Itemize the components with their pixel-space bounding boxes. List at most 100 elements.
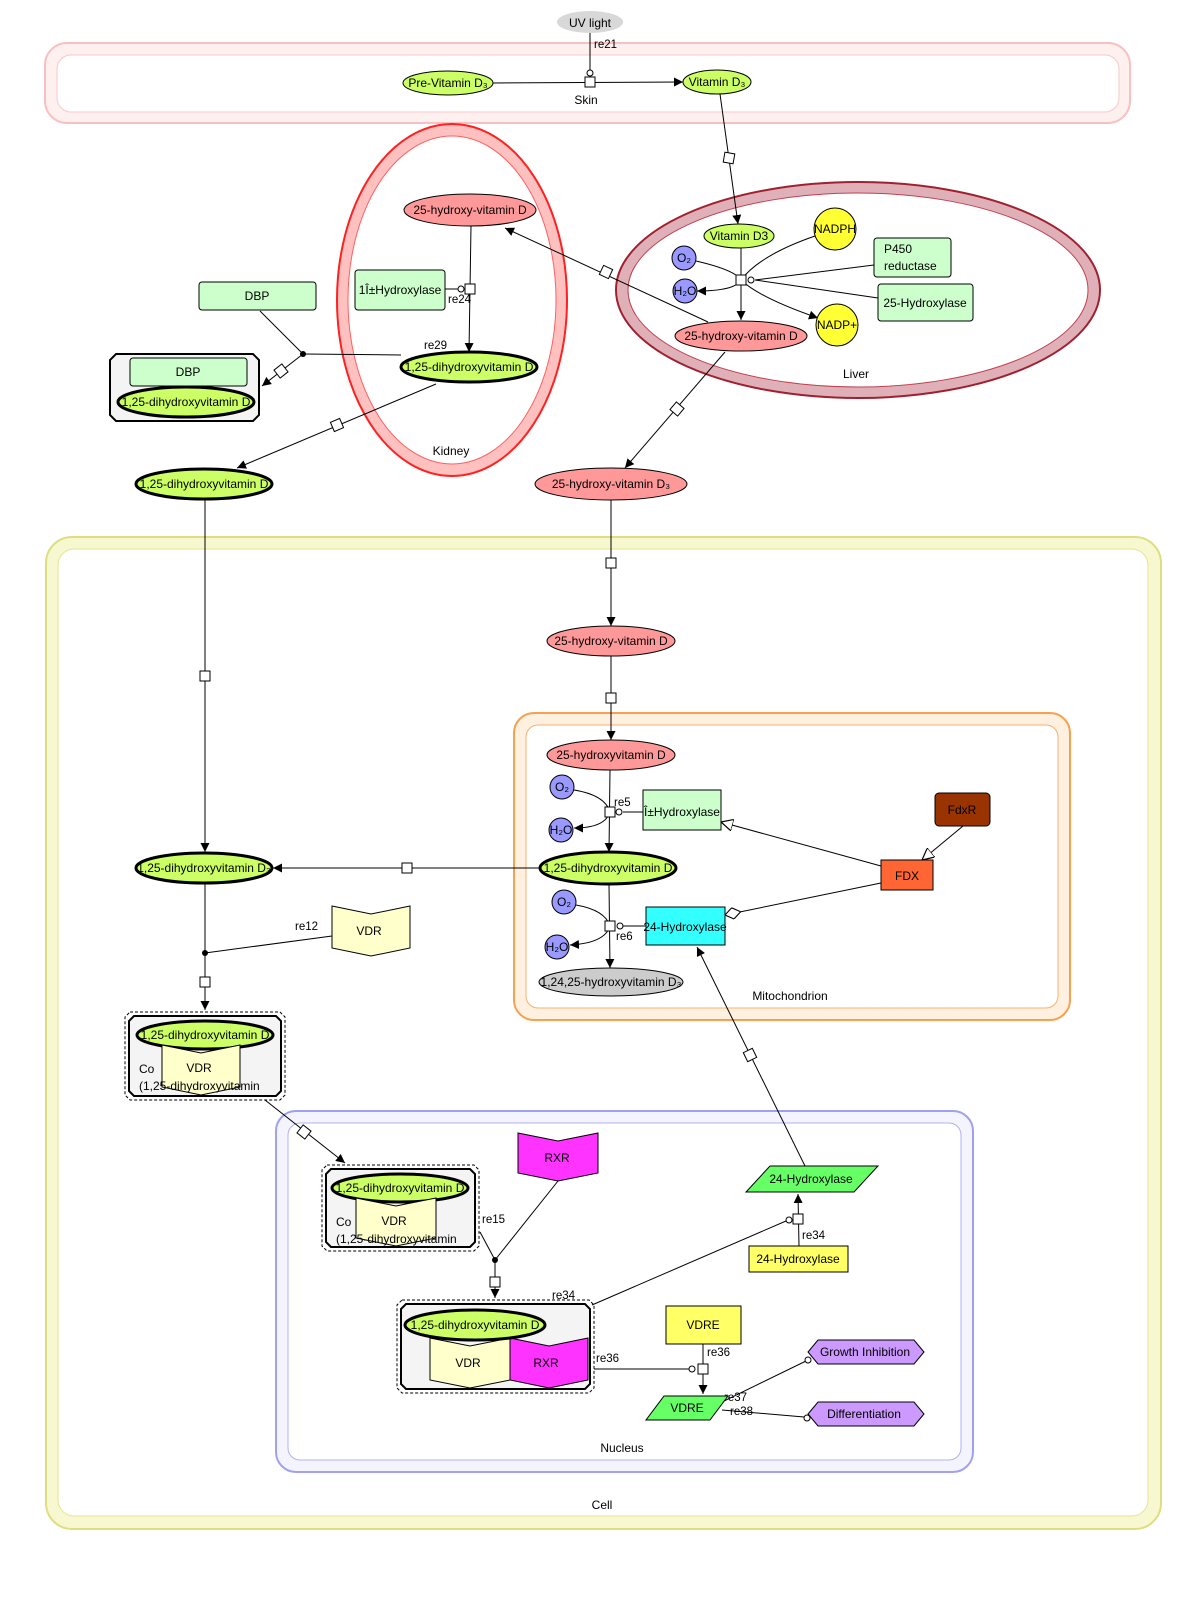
- node-label: 1,25-dihydroxyvitamin D: [141, 1028, 270, 1042]
- node-kidney-25-hydroxy-vitamin-d[interactable]: 25-hydroxy-vitamin D: [403, 193, 537, 227]
- node-mito-o2-b[interactable]: O₂: [551, 889, 577, 915]
- compartment-label-cell: Cell: [592, 1498, 613, 1512]
- reaction-label-re29: re29: [424, 340, 447, 352]
- node-p450-reductase[interactable]: P450 reductase: [873, 237, 952, 278]
- node-24-hydroxylase-gene[interactable]: 24-Hydroxylase: [744, 1165, 880, 1193]
- node-label: Pre-Vitamin D₃: [408, 76, 487, 90]
- node-label: O₂: [557, 895, 571, 909]
- reaction-label-re36-b: re36: [707, 1347, 730, 1359]
- node-liver-25-hydroxy-vitamin-d[interactable]: 25-hydroxy-vitamin D: [674, 320, 808, 352]
- node-label: H₂O: [550, 823, 573, 837]
- node-24-hydroxylase-rna[interactable]: 24-Hydroxylase: [748, 1245, 849, 1273]
- node-label: UV light: [569, 16, 612, 30]
- node-label: RXR: [544, 1151, 570, 1165]
- node-label: DBP: [245, 289, 270, 303]
- node-vitamin-d3-skin[interactable]: Vitamin D₃: [682, 69, 752, 95]
- complex-label: (1,25-dihydroxyvitamin: [139, 1079, 260, 1093]
- node-fdxr[interactable]: FdxR: [934, 792, 991, 827]
- node-pre-vitamin-d3[interactable]: Pre-Vitamin D₃: [402, 70, 494, 96]
- node-mito-h2o-a[interactable]: H₂O: [548, 817, 574, 843]
- node-mito-24-hydroxylase[interactable]: 24-Hydroxylase: [643, 906, 727, 946]
- node-rxr[interactable]: RXR: [517, 1132, 599, 1182]
- node-label: FdxR: [948, 803, 977, 817]
- node-label: 1,25-dihydroxyvitamin D: [336, 1181, 465, 1195]
- node-label: FDX: [895, 869, 919, 883]
- node-blood-25-hydroxy-vitamin-d3[interactable]: 25-hydroxy-vitamin D₃: [534, 467, 688, 501]
- node-1-24-25-hydroxyvitamin-d3[interactable]: 1,24,25-hydroxyvitamin D₃: [538, 967, 684, 997]
- node-label: Vitamin D₃: [689, 75, 746, 89]
- node-label: VDR: [186, 1061, 212, 1075]
- node-cell-1-25-dihydroxyvitamin-d3[interactable]: 1,25-dihydroxyvitamin D₃: [134, 851, 274, 885]
- node-blood-1-25-dihydroxyvitamin-d[interactable]: 1,25-dihydroxyvitamin D: [134, 467, 274, 501]
- compartment-label-mitochondrion: Mitochondrion: [752, 989, 827, 1003]
- complex-vdr-rxr-vitamin-d[interactable]: VDR RXR 1,25-dihydroxyvitamin D: [396, 1299, 595, 1394]
- node-dbp[interactable]: DBP: [198, 281, 317, 311]
- node-liver-vitamin-d3[interactable]: Vitamin D3: [703, 223, 775, 249]
- node-vdre-rna[interactable]: VDRE: [665, 1305, 742, 1345]
- complex-label: (1,25-dihydroxyvitamin: [336, 1232, 457, 1246]
- node-label: 1,25-dihydroxyvitamin D: [411, 1318, 540, 1332]
- complex-vdr-vitamin-d-nucleus[interactable]: 1,25-dihydroxyvitamin D VDR Co (1,25-dih…: [321, 1164, 480, 1252]
- node-mito-25-hydroxyvitamin-d[interactable]: 25-hydroxyvitamin D: [546, 739, 676, 771]
- node-label: Growth Inhibition: [820, 1345, 910, 1359]
- complex-label: Co: [336, 1215, 352, 1229]
- complex-dbp-vitamin-d[interactable]: DBP 1,25-dihydroxyvitamin D: [109, 353, 260, 422]
- reaction-label-re34-a: re34: [552, 1290, 576, 1302]
- node-label: O₂: [677, 251, 691, 265]
- node-label: VDRE: [686, 1318, 719, 1332]
- node-label: VDR: [381, 1214, 407, 1228]
- node-liver-h2o[interactable]: H₂O: [672, 278, 698, 304]
- node-label: H₂O: [546, 940, 569, 954]
- reaction-label-re12: re12: [295, 921, 318, 933]
- node-label: 25-Hydroxylase: [883, 296, 967, 310]
- node-liver-o2[interactable]: O₂: [671, 245, 697, 271]
- node-kidney-1-25-dihydroxyvitamin-d[interactable]: 1,25-dihydroxyvitamin D: [399, 350, 539, 384]
- node-25-hydroxylase[interactable]: 25-Hydroxylase: [877, 283, 974, 322]
- reaction-label-re36-a: re36: [596, 1353, 619, 1365]
- node-fdx[interactable]: FDX: [880, 859, 934, 891]
- reaction-label-re15: re15: [482, 1214, 505, 1226]
- node-mito-o2-a[interactable]: O₂: [549, 774, 575, 800]
- node-label: P450: [884, 242, 912, 256]
- node-a-hydroxylase[interactable]: Î±Hydroxylase: [642, 789, 722, 831]
- node-label: NADP+: [817, 318, 857, 332]
- node-label: 1,25-dihydroxyvitamin D₃: [137, 861, 271, 875]
- compartment-label-liver: Liver: [843, 367, 869, 381]
- node-label: 25-hydroxyvitamin D: [556, 748, 666, 762]
- compartment-label-nucleus: Nucleus: [600, 1441, 643, 1455]
- node-label: 1,25-dihydroxyvitamin D: [405, 360, 534, 374]
- node-label: 1,25-dihydroxyvitamin D: [140, 477, 269, 491]
- reaction-labels: re21 re24 re29 re5 re6 re12 re15 re34 re…: [295, 39, 826, 1418]
- node-label: 24-Hydroxylase: [643, 920, 727, 934]
- reaction-label-re24: re24: [448, 294, 472, 306]
- reaction-label-re6: re6: [616, 931, 633, 943]
- reaction-label-re5: re5: [614, 797, 631, 809]
- node-uv-light[interactable]: UV light: [557, 11, 623, 33]
- phenotype-differentiation[interactable]: Differentiation: [807, 1401, 925, 1427]
- node-nadph[interactable]: NADPH: [813, 207, 857, 251]
- node-label: 1Î±Hydroxylase: [359, 282, 442, 297]
- node-1a-hydroxylase[interactable]: 1Î±Hydroxylase: [354, 269, 446, 311]
- node-label: DBP: [176, 365, 201, 379]
- node-vdre-gene[interactable]: VDRE: [645, 1395, 729, 1421]
- node-mito-h2o-b[interactable]: H₂O: [544, 934, 570, 960]
- node-cell-25-hydroxy-vitamin-d[interactable]: 25-hydroxy-vitamin D: [546, 625, 676, 657]
- node-cell-vdr[interactable]: VDR: [331, 905, 411, 957]
- node-nadp-plus[interactable]: NADP+: [815, 303, 859, 347]
- node-label: O₂: [555, 780, 569, 794]
- node-mito-1-25-dihydroxyvitamin-d[interactable]: 1,25-dihydroxyvitamin D: [538, 850, 678, 886]
- complex-vdr-vitamin-d-cytoplasm[interactable]: 1,25-dihydroxyvitamin D VDR Co (1,25-dih…: [124, 1011, 286, 1101]
- compartment-label-kidney: Kidney: [433, 444, 470, 458]
- node-label: Differentiation: [827, 1407, 901, 1421]
- node-label: H₂O: [674, 284, 697, 298]
- node-label: NADPH: [814, 222, 856, 236]
- reaction-label-re38: re38: [730, 1406, 753, 1418]
- reaction-edges: [200, 33, 964, 1418]
- reaction-label-re21: re21: [594, 39, 617, 51]
- phenotype-growth-inhibition[interactable]: Growth Inhibition: [807, 1339, 925, 1365]
- reaction-process-nodes: [199, 69, 812, 1422]
- node-label: reductase: [884, 259, 937, 273]
- node-label: Î±Hydroxylase: [643, 804, 720, 819]
- node-label: VDR: [356, 924, 382, 938]
